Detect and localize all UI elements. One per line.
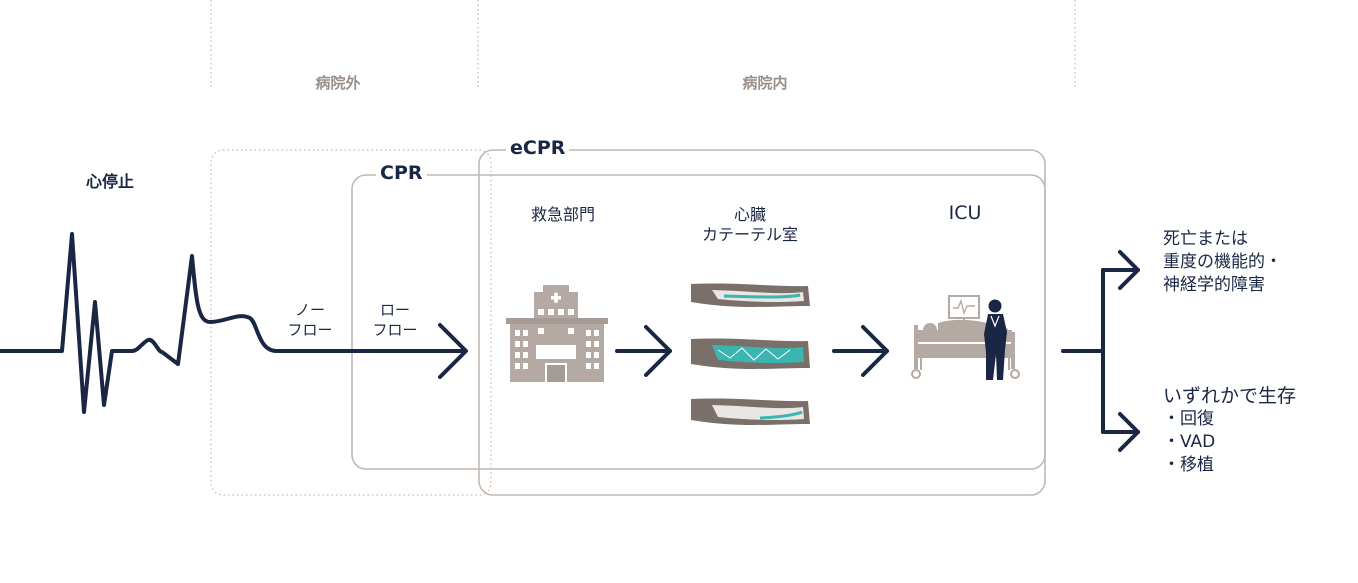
zone-label-inhospital: 病院内 [742, 74, 788, 92]
outcome-death-line-3: 神経学的障害 [1163, 275, 1265, 295]
low-flow-label: ロー フロー [365, 300, 425, 340]
arrow-icon [615, 325, 672, 377]
ecpr-box [478, 149, 1046, 496]
cardiac-arrest-label: 心停止 [86, 172, 135, 191]
cath-lab-label: 心臓 カテーテル室 [690, 205, 810, 245]
low-flow-line-1: ロー [379, 301, 410, 319]
icu-label: ICU [948, 202, 982, 224]
hospital-icon [506, 285, 608, 382]
no-flow-line-2: フロー [287, 321, 333, 339]
outcome-survival-title: いずれかで生存 [1163, 385, 1297, 407]
zone-dividers [210, 0, 1076, 90]
outcome-survival-item: ・回復 [1163, 409, 1214, 429]
low-flow-line-2: フロー [372, 321, 418, 339]
no-flow-line-1: ノー [294, 301, 325, 319]
ecg-waveform-icon [0, 232, 467, 414]
arrow-icon [438, 323, 468, 379]
outcome-survival-item: ・VAD [1163, 432, 1216, 452]
emergency-dept-label: 救急部門 [530, 205, 595, 224]
icu-bed-doctor-icon [911, 295, 1020, 380]
zone-label-prehospital: 病院外 [315, 74, 361, 92]
outcome-death: 死亡または 重度の機能的・ 神経学的障害 [1163, 228, 1282, 297]
catheter-vessel-icon [691, 283, 810, 425]
outcome-survival: いずれかで生存 ・回復 ・VAD ・移植 [1163, 384, 1296, 477]
outcome-death-line-1: 死亡または [1163, 229, 1248, 249]
outcome-death-line-2: 重度の機能的・ [1163, 252, 1282, 272]
cpr-label: CPR [376, 162, 427, 184]
cath-lab-line-1: 心臓 [733, 205, 766, 224]
branch-arrows [1061, 250, 1140, 452]
outcome-survival-item: ・移植 [1163, 455, 1214, 475]
ecpr-label: eCPR [506, 137, 570, 159]
arrow-icon [832, 325, 889, 377]
cath-lab-line-2: カテーテル室 [701, 225, 798, 244]
no-flow-label: ノー フロー [280, 300, 340, 340]
